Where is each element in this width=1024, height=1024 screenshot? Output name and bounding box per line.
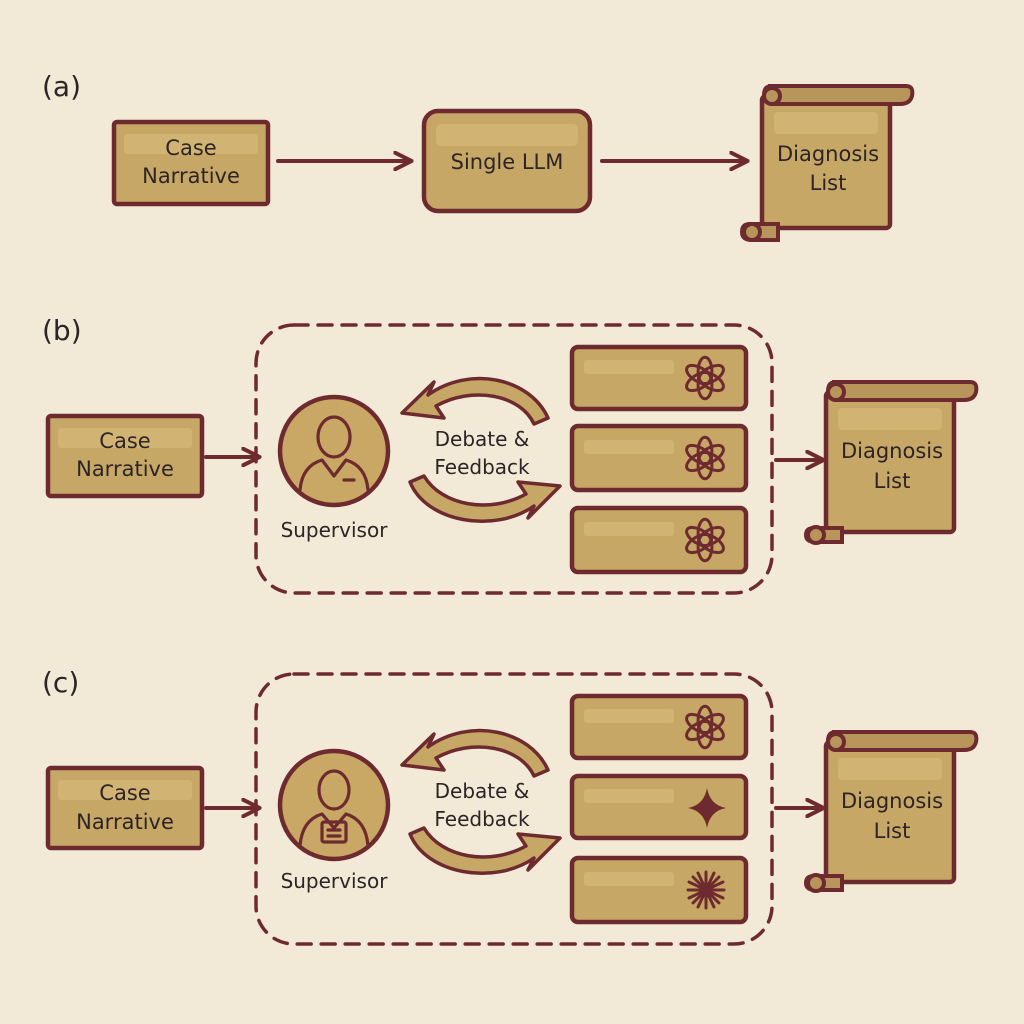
panel-b-agent-group-border: [254, 323, 774, 595]
panel-c-cycle-arrow-top-icon: [400, 728, 550, 778]
panel-c-agent-group-border: [254, 672, 774, 946]
panel-c-supervisor-label: Supervisor: [281, 869, 389, 893]
panel-c-case-narrative-box: Case Narrative: [45, 765, 205, 851]
panel-b-cycle-arrow-top-icon: [400, 376, 550, 426]
panel-c-case-narrative-line2: Narrative: [76, 810, 174, 834]
panel-b-agent-2: [569, 423, 749, 493]
panel-a-case-narrative-box: Case Narrative: [111, 119, 271, 207]
panel-c-cycle-arrow-bottom-icon: [408, 826, 562, 875]
panel-c-agent-2: [569, 773, 749, 841]
panel-c: (c) Case Narrative Supervisor Debate &: [42, 666, 979, 946]
panel-a-single-llm-box: Single LLM: [421, 108, 593, 214]
panel-c-diagnosis-list-line1: Diagnosis: [841, 789, 943, 813]
panel-c-debate-cycle: Debate & Feedback: [400, 728, 562, 875]
panel-a-diagnosis-list-line1: Diagnosis: [777, 142, 879, 166]
panel-c-supervisor-person-icon: [298, 769, 370, 848]
panel-b-diagnosis-list-scroll: Diagnosis List: [803, 380, 979, 545]
panel-c-diagnosis-list-scroll: Diagnosis List: [803, 730, 979, 893]
panel-a-single-llm-label: Single LLM: [451, 150, 564, 174]
panel-b-diagnosis-list-line2: List: [874, 469, 911, 493]
panel-b-agent-1: [569, 344, 749, 412]
panel-b-case-narrative-line1: Case: [99, 429, 150, 453]
panel-b-cycle-label-line1: Debate &: [435, 427, 530, 451]
panel-b-supervisor-person-icon: [298, 415, 370, 492]
panel-c-label: (c): [42, 666, 79, 699]
panel-c-case-narrative-line1: Case: [99, 781, 150, 805]
panel-a-label: (a): [42, 70, 81, 103]
panel-a-case-narrative-line2: Narrative: [142, 164, 240, 188]
panel-b-cycle-label-line2: Feedback: [434, 455, 530, 479]
panel-b: (b) Case Narrative Supervisor Debate & F…: [42, 314, 979, 595]
panel-c-diagnosis-list-line2: List: [874, 819, 911, 843]
panel-a: (a) Case Narrative Single LLM Diagnosis …: [42, 70, 915, 242]
panel-b-case-narrative-box: Case Narrative: [45, 413, 205, 499]
panel-a-diagnosis-list-line2: List: [810, 171, 847, 195]
panel-b-debate-cycle: Debate & Feedback: [400, 376, 562, 523]
panel-b-case-narrative-line2: Narrative: [76, 457, 174, 481]
panel-b-label: (b): [42, 314, 82, 347]
panel-c-supervisor-avatar: [277, 748, 391, 862]
panel-b-cycle-arrow-bottom-icon: [408, 474, 562, 523]
panel-b-supervisor: Supervisor: [277, 394, 391, 542]
panel-c-cycle-label-line1: Debate &: [435, 779, 530, 803]
gemini-star-icon: [688, 788, 726, 828]
panel-c-agent-1: [569, 693, 749, 761]
panel-a-diagnosis-list-scroll: Diagnosis List: [739, 84, 915, 242]
anthropic-burst-icon: [686, 870, 726, 910]
panel-b-diagnosis-list-line1: Diagnosis: [841, 439, 943, 463]
panel-c-cycle-label-line2: Feedback: [434, 807, 530, 831]
panel-a-case-narrative-line1: Case: [165, 136, 216, 160]
panel-c-agent-3: [569, 855, 749, 925]
panel-b-supervisor-avatar: [277, 394, 391, 508]
panel-b-supervisor-label: Supervisor: [281, 518, 389, 542]
panel-b-agent-3: [569, 505, 749, 575]
panel-c-supervisor: Supervisor: [277, 748, 391, 893]
